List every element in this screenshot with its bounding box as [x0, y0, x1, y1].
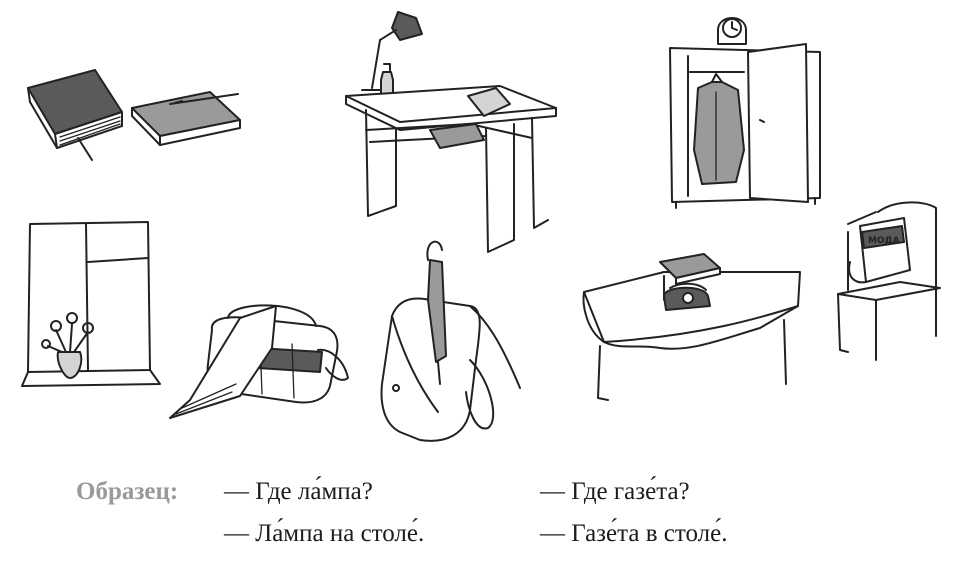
- window-with-flowers-illustration: [21, 221, 161, 387]
- dialogue-2-question: — Где газе́та?: [540, 478, 690, 505]
- sample-label: Образец:: [76, 478, 179, 505]
- dialogue-1-answer: — Ла́мпа на столе́.: [224, 520, 425, 547]
- table-with-phone-illustration: [582, 253, 801, 401]
- desk-with-lamp-illustration: [345, 11, 557, 253]
- illustrations: МОДА: [21, 11, 941, 442]
- wardrobe-illustration: [669, 17, 821, 209]
- dialogue-2-answer: — Газе́та в столе́.: [540, 520, 728, 547]
- bag-with-scarf-illustration: [169, 304, 349, 419]
- dialogue-1-question: — Где ла́мпа?: [224, 478, 373, 505]
- books-illustration: [27, 69, 241, 161]
- sample-block: Образец: — Где ла́мпа? — Ла́мпа на столе…: [76, 470, 946, 556]
- chair-with-magazine-illustration: МОДА: [837, 201, 941, 361]
- bag-with-umbrella-illustration: [380, 240, 521, 442]
- magazine-label: МОДА: [868, 236, 900, 246]
